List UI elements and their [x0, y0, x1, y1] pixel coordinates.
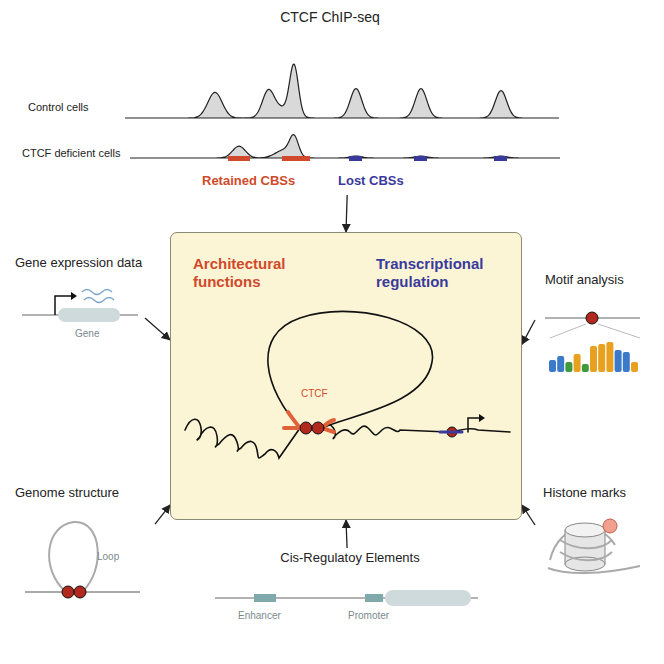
- nucleosome-icon: [548, 519, 640, 573]
- control-track: [125, 64, 559, 118]
- cbs-bars: [228, 156, 507, 161]
- node-label: Gene expression data: [15, 255, 142, 271]
- input-arrow: [145, 318, 170, 340]
- node-label: Control cells: [28, 101, 89, 114]
- central-panel: Architectural functions Transcriptional r…: [170, 232, 522, 520]
- logo-glyph: [565, 362, 572, 372]
- cre-icon: [215, 590, 478, 606]
- logo-glyph: [549, 360, 556, 372]
- input-arrow: [346, 195, 347, 232]
- input-panel: Cis-Regulatoy ElementsEnhancer Promoter: [200, 548, 502, 630]
- node-label: CTCF ChIP-seq: [20, 9, 640, 26]
- input-arrow: [346, 520, 347, 548]
- input-panel: Motif analysis: [535, 270, 655, 370]
- node-label: Genome structure: [15, 485, 119, 501]
- input-arrow: [155, 505, 170, 524]
- logo-glyph: [623, 352, 630, 372]
- node-label: Promoter: [348, 610, 389, 622]
- loop-icon: [25, 522, 140, 598]
- node-label: Lost CBSs: [338, 173, 404, 189]
- input-arrow: [522, 505, 535, 525]
- logo-glyph: [574, 354, 581, 372]
- node-label: Loop: [97, 551, 119, 563]
- node-label: Motif analysis: [545, 272, 624, 288]
- node-label: Gene: [75, 328, 99, 340]
- node-label: Enhancer: [238, 610, 281, 622]
- input-panel: Gene expression dataGene: [15, 255, 145, 345]
- central-panel-fill: [170, 232, 522, 520]
- motif-logo-icon: [545, 312, 640, 372]
- input-panel: Histone marks: [535, 485, 655, 585]
- logo-glyph: [606, 342, 613, 372]
- logo-glyph: [598, 344, 605, 372]
- input-panel: CTCF ChIP-seqControl cellsCTCF deficient…: [20, 5, 642, 195]
- logo-glyph: [615, 350, 622, 372]
- logo-glyph: [557, 356, 564, 372]
- deficient-track: [130, 135, 560, 158]
- node-label: Architectural functions: [193, 255, 311, 291]
- input-arrow: [522, 320, 535, 344]
- node-label: CTCF deficient cells: [22, 147, 120, 160]
- logo-glyph: [631, 362, 638, 372]
- input-panel: Genome structureLoop: [15, 485, 155, 597]
- gene-expression-icon: [22, 290, 138, 323]
- node-label: Histone marks: [543, 485, 626, 501]
- logo-glyph: [590, 346, 597, 372]
- chromatin-fiber: [185, 311, 510, 458]
- node-label: Cis-Regulatoy Elements: [200, 550, 500, 566]
- node-label: Retained CBSs: [202, 173, 295, 189]
- node-label: CTCF: [301, 388, 328, 400]
- node-label: Transcriptional regulation: [376, 255, 511, 291]
- logo-glyph: [582, 364, 589, 372]
